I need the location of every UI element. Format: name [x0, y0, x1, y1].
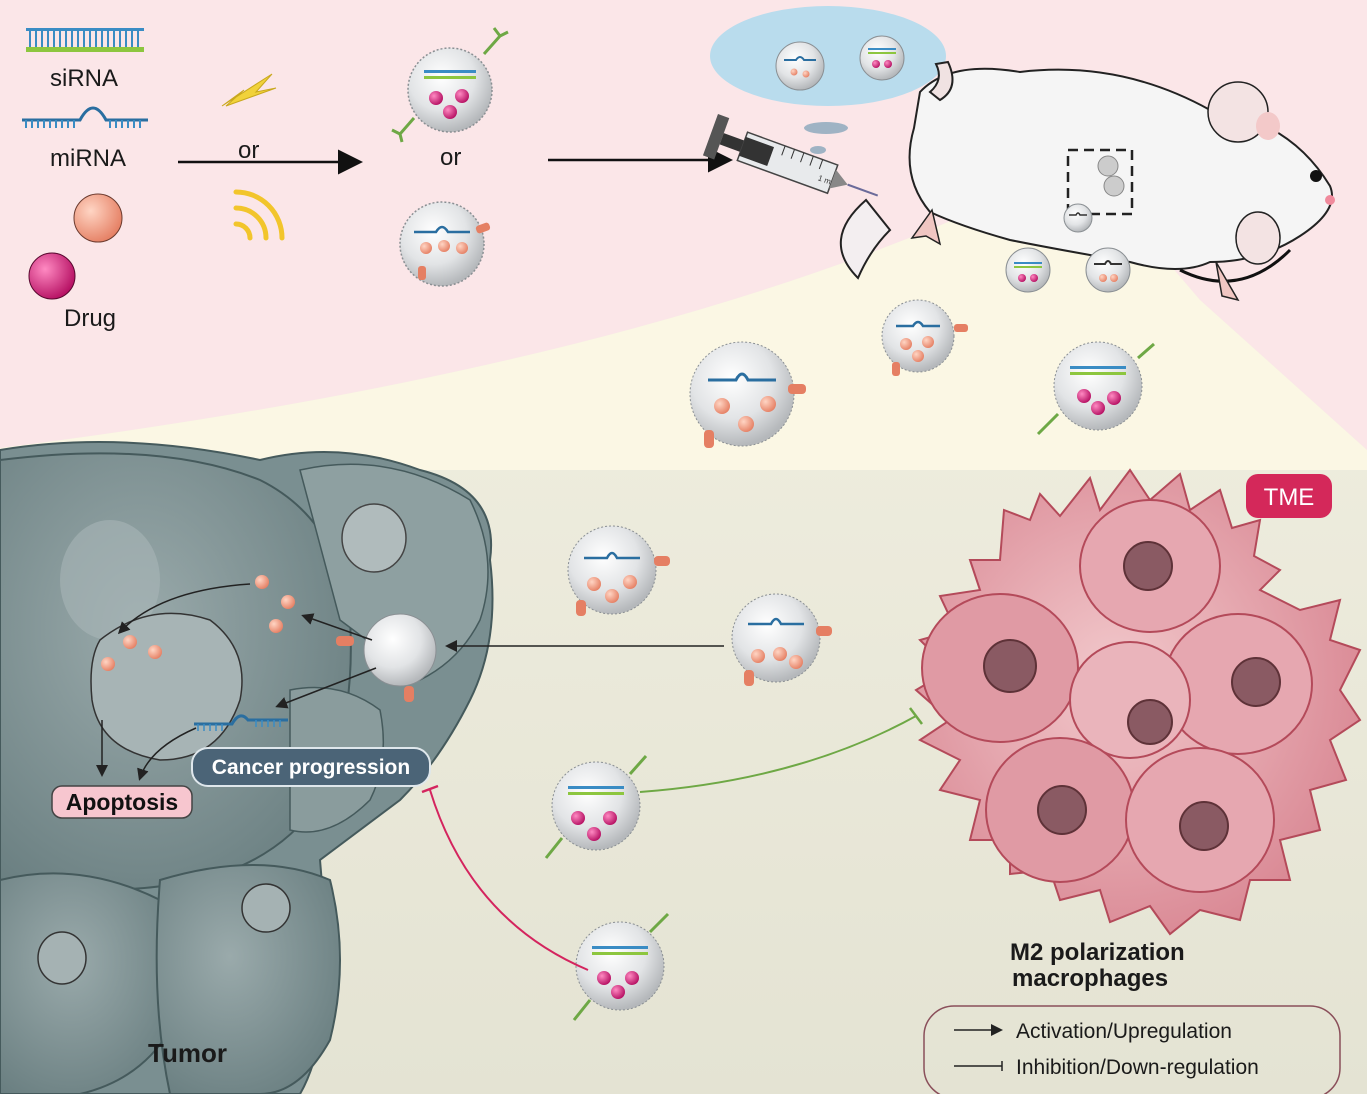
fusing-ligand-1 [336, 636, 354, 646]
fusing-vesicle [363, 613, 437, 687]
legend-box [923, 1005, 1341, 1094]
legend-inhibition-label: Inhibition/Down-regulation [1016, 1056, 1259, 1079]
mouse-illustration [839, 60, 1335, 302]
vesicle-small-1 [1063, 203, 1093, 233]
vesicle-small-3 [1085, 247, 1131, 293]
tme-badge [1246, 474, 1332, 518]
vesicle-tme-1 [567, 525, 670, 616]
apoptosis-badge [51, 785, 193, 819]
vesicle-sirna-drug-top [391, 27, 509, 143]
fusing-ligand-2 [404, 686, 414, 702]
vesicle-mirna-drug-top [399, 201, 491, 287]
drug-sphere-salmon [73, 193, 123, 243]
vesicle-sirna-inhibit-macrophage [544, 755, 648, 859]
inhibit-line-macrophage [639, 715, 917, 793]
sirna-icon [26, 28, 144, 52]
vesicle-mid-sirna [1036, 341, 1155, 436]
drug-sphere-magenta [28, 252, 76, 300]
apoptosis-label: Apoptosis [66, 789, 178, 815]
cancer-progression-badge [191, 747, 431, 787]
vesicle-small-2 [1005, 247, 1051, 293]
drug-label: Drug [64, 305, 116, 332]
macrophage-label-line1: M2 polarization [1010, 939, 1185, 966]
vesicle-cloud [710, 6, 946, 106]
vesicle-cloud-sirna [859, 35, 905, 81]
mirna-label: miRNA [50, 145, 126, 172]
vesicle-sirna-inhibit-cancer [572, 912, 670, 1021]
droplet-2 [810, 146, 826, 154]
inhibit-bar-macrophage [909, 707, 923, 725]
zoom-box [1066, 148, 1134, 216]
vesicle-large-mirna [689, 341, 806, 448]
released-mirna [194, 714, 288, 731]
released-drug-2 [281, 595, 295, 609]
cancer-progression-label: Cancer progression [212, 756, 410, 779]
arrow-mirna-apoptosis [137, 727, 197, 781]
arrow-mirna-release [275, 667, 377, 709]
ultrasound-icon [233, 189, 285, 241]
legend-activation-label: Activation/Upregulation [1016, 1020, 1232, 1043]
lightning-icon [221, 73, 277, 107]
arrow-drug-release [301, 613, 373, 641]
vesicle-tme-2 [731, 593, 832, 686]
arrow-drug-to-nucleus [117, 583, 251, 635]
sirna-label: siRNA [50, 65, 118, 92]
released-drug-1 [255, 575, 269, 589]
vesicle-mid-mirna [881, 299, 968, 376]
tme-label: TME [1264, 484, 1315, 511]
released-drug-3 [269, 619, 283, 633]
vesicle-cloud-mirna [775, 41, 825, 91]
inhibit-line-cancer [429, 789, 589, 971]
arrow-or-label-1: or [238, 137, 259, 164]
droplet-1 [804, 122, 848, 134]
tumor-label: Tumor [148, 1038, 227, 1068]
arrow-or-label-2: or [440, 144, 461, 171]
inhibit-bar-cancer [421, 784, 439, 794]
mirna-icon [22, 106, 148, 128]
macrophage-label-line2: macrophages [1012, 965, 1168, 992]
macrophage-cluster [914, 468, 1362, 936]
syringe-icon: 1 ml [702, 114, 879, 197]
